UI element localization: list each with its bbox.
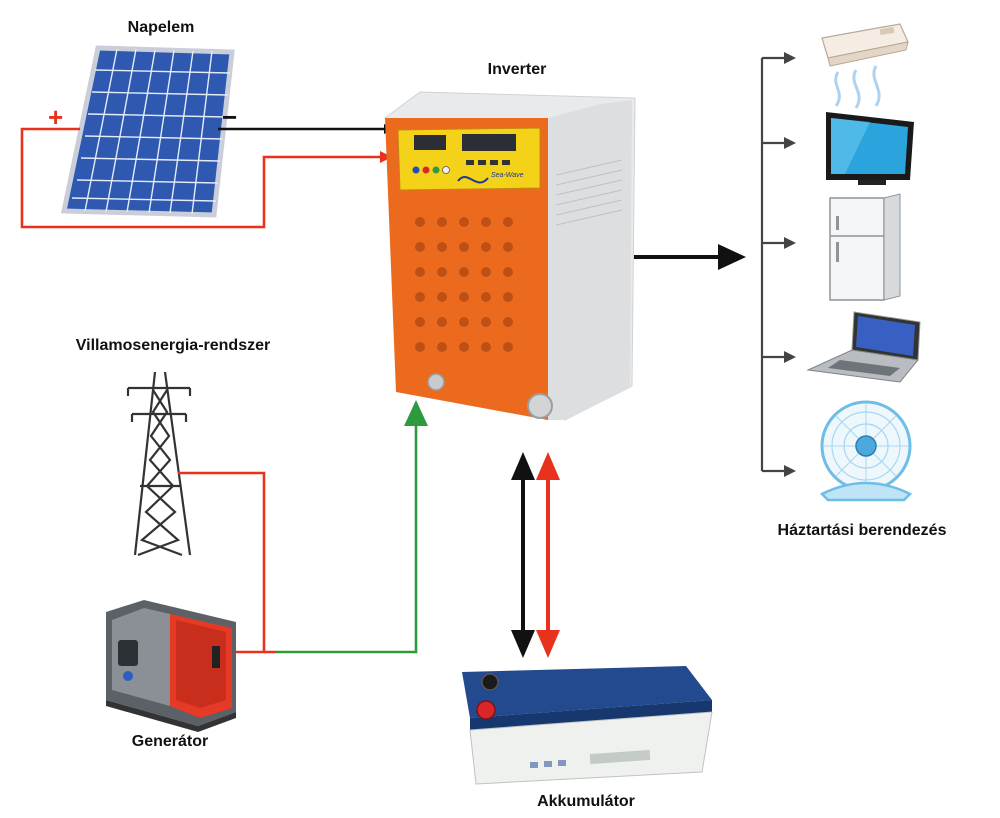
household-label: Háztartási berendezés <box>777 522 947 539</box>
air-conditioner-icon <box>821 23 909 109</box>
generator-icon <box>106 600 236 732</box>
transmission-tower-icon <box>126 371 192 557</box>
solar-panel-icon <box>60 45 235 218</box>
inverter-output-arrow <box>634 244 746 270</box>
panel-positive-wire <box>20 127 380 229</box>
grid-connection-wire <box>178 471 266 652</box>
battery-icon <box>462 666 713 785</box>
battery-link-arrows <box>511 452 560 658</box>
fan-icon <box>819 400 913 502</box>
laptop-icon <box>806 311 921 383</box>
refrigerator-icon <box>829 193 901 301</box>
tv-icon <box>826 112 914 185</box>
negative-terminal-sign: − <box>222 102 238 132</box>
inverter-label: Inverter <box>487 61 547 78</box>
positive-terminal-sign: + <box>48 102 64 132</box>
solar-panel-label: Napelem <box>127 19 195 36</box>
ac-input-arrowhead <box>404 400 428 426</box>
panel-positive-arrowhead <box>380 151 392 163</box>
ac-input-wire <box>276 422 418 654</box>
generator-label: Generátor <box>131 733 209 750</box>
grid-label: Villamosenergia-rendszer <box>75 337 271 354</box>
inverter-brand-text: Sea-Wave <box>491 172 524 179</box>
household-distribution-bus <box>760 52 796 477</box>
inverter-icon <box>384 91 636 421</box>
battery-label: Akkumulátor <box>537 793 635 810</box>
